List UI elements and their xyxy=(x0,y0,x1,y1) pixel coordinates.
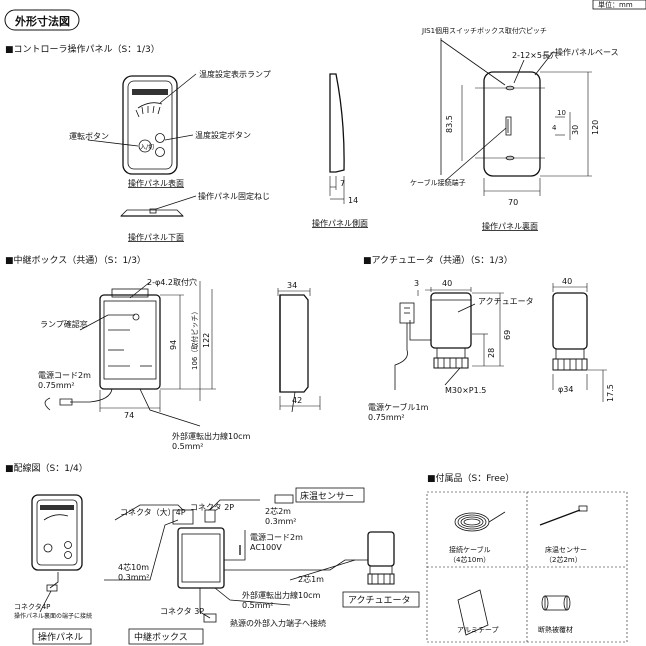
actuator-front xyxy=(394,287,504,390)
dim-14: 14 xyxy=(348,196,358,205)
accessory-cable-spec: （4芯10m） xyxy=(449,555,490,564)
accessory-tape: アルミテープ xyxy=(457,626,499,634)
rear-caption: 操作パネル裏面 xyxy=(482,221,538,231)
dim-34: 34 xyxy=(287,281,297,290)
section-wiring: ■配線図（S：1/4） xyxy=(5,462,88,474)
output-line-size: 0.5mm² xyxy=(242,601,274,610)
heat-source-label: 熱源の外部入力端子へ接続 xyxy=(230,618,326,628)
dim-3: 3 xyxy=(414,279,419,288)
page-title: 外形寸法図 xyxy=(14,14,70,28)
unit-label: 単位：mm xyxy=(598,0,633,9)
accessories-grid xyxy=(426,491,628,643)
relay-box-box xyxy=(128,628,204,645)
relay-box-front xyxy=(44,281,216,427)
dim-70: 70 xyxy=(508,198,518,207)
cable-4core-size: 0.3mm² xyxy=(118,573,150,582)
connector-4p-label: コネクタ（大）4P xyxy=(120,507,186,517)
relay-holes-label: 2-φ4.2取付穴 xyxy=(147,277,197,287)
accessory-cable: 接続ケーブル xyxy=(449,545,491,554)
relay-output-size: 0.5mm² xyxy=(172,442,204,451)
svg-text:入/切: 入/切 xyxy=(140,144,154,151)
actuator-cable-size: 0.75mm² xyxy=(368,413,405,422)
section-actuator: ■アクチュエータ（共通）（S：1/3） xyxy=(363,255,513,266)
actuator-box xyxy=(342,591,420,608)
connector-note: 操作パネル裏面の端子に接続 xyxy=(14,612,92,620)
screw-label: 操作パネル固定ねじ xyxy=(198,191,270,201)
controller-bottom-view xyxy=(120,195,197,217)
dim-42: 42 xyxy=(292,396,302,405)
accessory-sensor: 床温センサー xyxy=(545,545,587,554)
section-relay: ■中継ボックス（共通）（S：1/3） xyxy=(5,254,146,266)
dim-30: 30 xyxy=(571,125,580,135)
dim-69: 69 xyxy=(503,330,512,340)
side-caption: 操作パネル側面 xyxy=(312,218,368,228)
jis-label: JIS1個用スイッチボックス取付穴ピッチ xyxy=(421,26,547,35)
panel-box xyxy=(32,628,92,645)
dim-74: 74 xyxy=(124,411,134,420)
dim-10: 10 xyxy=(557,109,566,117)
connector-3p-label: コネクタ 3P xyxy=(160,607,204,616)
section-accessories: ■付属品（S：Free） xyxy=(427,473,514,484)
output-line-label: 外部運転出力線10cm xyxy=(242,590,321,600)
dim-7: 7 xyxy=(340,179,345,188)
dim-120: 120 xyxy=(591,120,600,135)
sensor-cable-label: 2芯2m xyxy=(265,506,291,516)
dim-17-5: 17.5 xyxy=(606,384,615,402)
dim-122: 122 xyxy=(202,333,211,348)
dim-83-5: 83.5 xyxy=(445,115,454,133)
unit-box xyxy=(592,0,646,10)
front-caption: 操作パネル表面 xyxy=(128,178,184,188)
controller-side-view xyxy=(329,73,345,204)
dim-40-side: 40 xyxy=(562,277,572,286)
cable-2core-label: 2芯1m xyxy=(298,574,324,584)
cable-4core-label: 4芯10m xyxy=(118,562,149,572)
thread-label: M30×P1.5 xyxy=(445,386,486,395)
floor-sensor-box xyxy=(295,487,365,503)
section-controller: ■コントローラ操作パネル（S：1/3） xyxy=(5,43,160,55)
actuator-name-label: アクチュエータ xyxy=(478,297,534,306)
relay-cord-size: 0.75mm² xyxy=(38,381,75,390)
floor-sensor-label: 床温センサー xyxy=(300,490,354,502)
dim-phi34: φ34 xyxy=(558,385,573,394)
run-button-label: 運転ボタン xyxy=(69,132,109,141)
dim-94: 94 xyxy=(169,340,178,350)
wiring-diagram xyxy=(31,494,395,623)
dim-4: 4 xyxy=(552,124,557,132)
dim-28: 28 xyxy=(487,348,496,358)
accessory-sensor-spec: （2芯2m） xyxy=(545,555,582,564)
actuator-cable-label: 電源ケーブル1m xyxy=(368,402,429,412)
title-badge xyxy=(4,9,80,31)
lamp-label: 温度設定表示ランプ xyxy=(199,69,271,79)
actuator-side xyxy=(552,283,607,402)
sensor-cable-size: 0.3mm² xyxy=(265,517,297,526)
terminal-label: ケーブル接続端子 xyxy=(410,178,466,187)
controller-rear-view xyxy=(440,38,592,196)
dim-106: 106（取付ピッチ） xyxy=(190,308,199,370)
relay-box-side xyxy=(277,288,321,413)
holes-label: 2-12×5長穴 xyxy=(512,50,558,60)
lamp-window-label: ランプ確認窓 xyxy=(40,319,88,329)
ac-label: AC100V xyxy=(250,543,282,552)
relay-cord-label: 電源コード2m xyxy=(38,371,91,380)
accessory-insulation: 断熱被覆材 xyxy=(538,625,573,634)
temp-button-label: 温度設定ボタン xyxy=(195,130,251,140)
connector-4p-small-label: コネクタ4P xyxy=(14,602,50,611)
relay-box-label: 中継ボックス xyxy=(134,631,188,643)
connector-2p-label: コネクタ 2P xyxy=(190,503,234,512)
bottom-caption: 操作パネル下面 xyxy=(128,232,184,242)
power-cord-label: 電源コード2m xyxy=(250,533,303,542)
actuator-box-label: アクチュエータ xyxy=(348,595,411,606)
dim-40-front: 40 xyxy=(442,279,452,288)
relay-output-label: 外部運転出力線10cm xyxy=(172,431,251,441)
controller-front-view: 入/切 xyxy=(87,73,197,175)
panel-box-label: 操作パネル xyxy=(38,631,83,643)
base-label: 操作パネルベース xyxy=(555,47,619,57)
